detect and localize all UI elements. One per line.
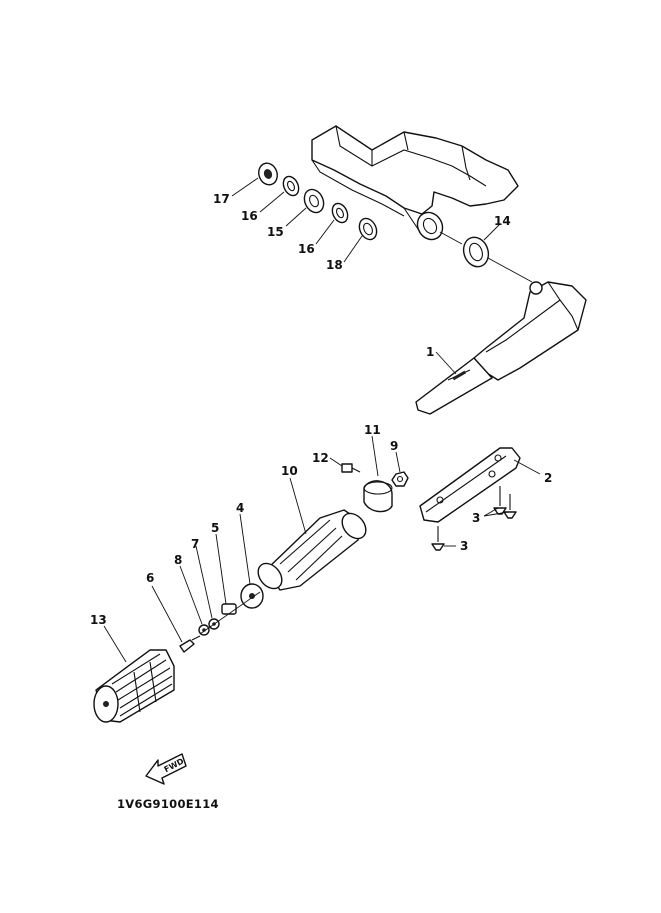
part-6-screw (179, 635, 201, 653)
part-12-bolt (341, 463, 361, 473)
forward-arrow-icon: FWD (145, 753, 187, 785)
part-2-shaft-guide (419, 447, 521, 523)
part-11-collar (363, 480, 393, 513)
callout-13: 13 (90, 613, 107, 627)
callout-17: 17 (213, 192, 230, 206)
part-15-bushing (303, 188, 325, 214)
leader-lines (103, 177, 541, 663)
part-16-washer-b (331, 202, 349, 224)
callout-18: 18 (326, 258, 343, 272)
axis-line-1 (487, 257, 533, 283)
callout-15: 15 (267, 225, 284, 239)
callout-9: 9 (390, 439, 398, 453)
callout-16b: 16 (298, 242, 315, 256)
callout-14: 14 (494, 214, 511, 228)
part-3-screw-a (493, 486, 517, 519)
callout-10: 10 (281, 464, 298, 478)
part-13-grip (93, 649, 175, 723)
axis-line-grip (199, 591, 261, 635)
callout-3a: 3 (472, 511, 480, 525)
diagram-code: 1V6G9100E114 (117, 797, 219, 811)
part-3-screw-b (431, 526, 445, 551)
axis-line-14 (439, 231, 463, 245)
part-16-washer-a (282, 175, 300, 197)
part-10-grip-tube (257, 509, 367, 591)
callout-5: 5 (211, 521, 219, 535)
part-5-spring (221, 603, 237, 615)
part-4-cap (240, 583, 264, 609)
callout-6: 6 (146, 571, 154, 585)
callout-7: 7 (191, 537, 199, 551)
callout-1: 1 (426, 345, 434, 359)
callout-2: 2 (544, 471, 552, 485)
callout-11: 11 (364, 423, 381, 437)
part-17-bushing (258, 162, 278, 186)
part-9-nut (391, 471, 409, 487)
part-18-washer (358, 217, 378, 241)
callout-3b: 3 (460, 539, 468, 553)
callout-12: 12 (312, 451, 329, 465)
callout-4: 4 (236, 501, 244, 515)
swivel-bracket (311, 125, 519, 241)
callout-8: 8 (174, 553, 182, 567)
callout-16a: 16 (241, 209, 258, 223)
part-14-bushing (462, 236, 490, 268)
callout-labels: 17 16 15 16 18 14 1 2 3 3 4 5 7 8 6 9 11… (90, 192, 552, 627)
part-1-steering-handle (415, 281, 587, 415)
